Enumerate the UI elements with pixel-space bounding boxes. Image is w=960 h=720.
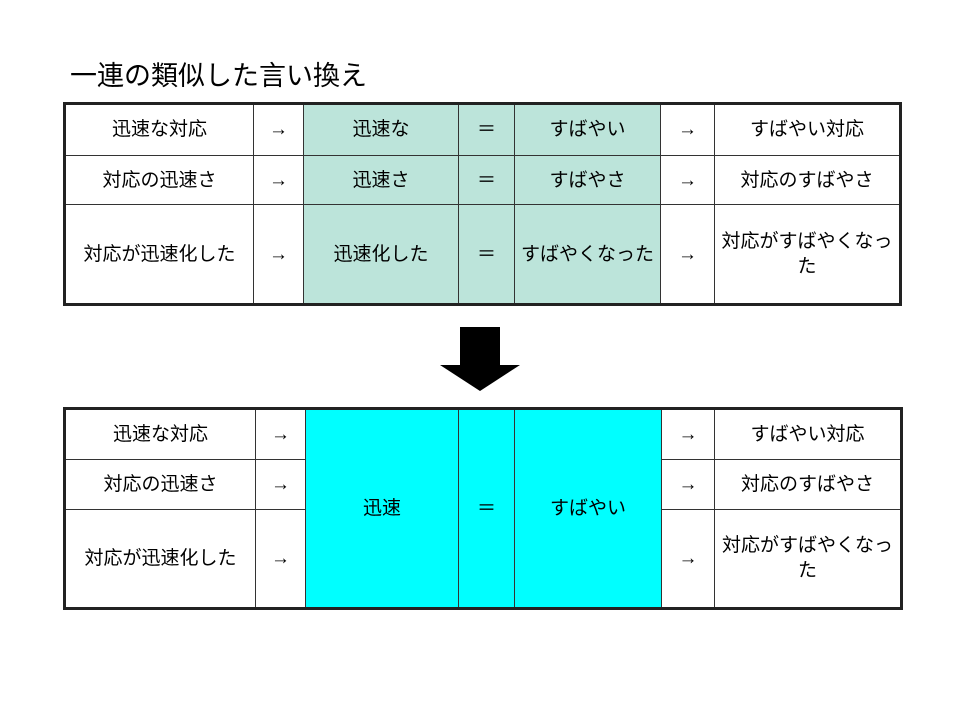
- table-row: 対応の迅速さ→迅速さ＝すばやさ→対応のすばやさ: [64, 154, 901, 206]
- arrow-cell: →: [661, 407, 715, 461]
- target-phrase: 対応のすばやさ: [714, 459, 902, 510]
- source-phrase: 対応が迅速化した: [64, 508, 256, 610]
- arrow-cell: →: [660, 204, 715, 305]
- target-term: すばやさ: [514, 154, 661, 206]
- equals-cell: ＝: [458, 154, 515, 206]
- target-term: すばやい: [514, 103, 661, 156]
- equals-cell: ＝: [458, 103, 515, 156]
- merged-source-term: 迅速: [305, 408, 459, 609]
- target-phrase: すばやい対応: [714, 103, 901, 156]
- source-phrase: 迅速な対応: [64, 103, 254, 156]
- merged-target-term: すばやい: [514, 408, 662, 609]
- arrow-cell: →: [660, 154, 715, 206]
- arrow-cell: →: [253, 103, 304, 156]
- source-phrase: 対応の迅速さ: [64, 154, 254, 206]
- arrow-cell: →: [255, 459, 306, 510]
- arrow-cell: →: [660, 103, 715, 156]
- arrow-cell: →: [253, 154, 304, 206]
- merged-equals: ＝: [458, 408, 515, 609]
- target-phrase: 対応のすばやさ: [714, 154, 901, 206]
- source-term: 迅速さ: [303, 154, 459, 206]
- target-term: すばやくなった: [514, 204, 661, 305]
- source-term: 迅速な: [303, 103, 459, 156]
- arrow-cell: →: [255, 508, 306, 610]
- source-phrase: 対応が迅速化した: [64, 204, 254, 305]
- arrow-cell: →: [255, 407, 306, 461]
- target-phrase: すばやい対応: [714, 407, 902, 461]
- arrow-cell: →: [661, 459, 715, 510]
- table-row: 対応が迅速化した→迅速化した＝すばやくなった→対応がすばやくなった: [64, 204, 901, 305]
- source-phrase: 迅速な対応: [64, 407, 256, 461]
- target-phrase: 対応がすばやくなった: [714, 204, 901, 305]
- equals-cell: ＝: [458, 204, 515, 305]
- paraphrase-table-individual: 迅速な対応→迅速な＝すばやい→すばやい対応対応の迅速さ→迅速さ＝すばやさ→対応の…: [63, 102, 902, 306]
- table-row: 迅速な対応→迅速な＝すばやい→すばやい対応: [64, 103, 901, 156]
- target-phrase: 対応がすばやくなった: [714, 508, 902, 610]
- arrow-cell: →: [661, 508, 715, 610]
- down-arrow-icon: [440, 327, 520, 391]
- arrow-cell: →: [253, 204, 304, 305]
- source-term: 迅速化した: [303, 204, 459, 305]
- slide-title: 一連の類似した言い換え: [70, 61, 367, 91]
- source-phrase: 対応の迅速さ: [64, 459, 256, 510]
- paraphrase-table-merged: 迅速な対応 → 迅速 ＝ すばやい → すばやい対応 対応の迅速さ → → 対応…: [63, 407, 903, 610]
